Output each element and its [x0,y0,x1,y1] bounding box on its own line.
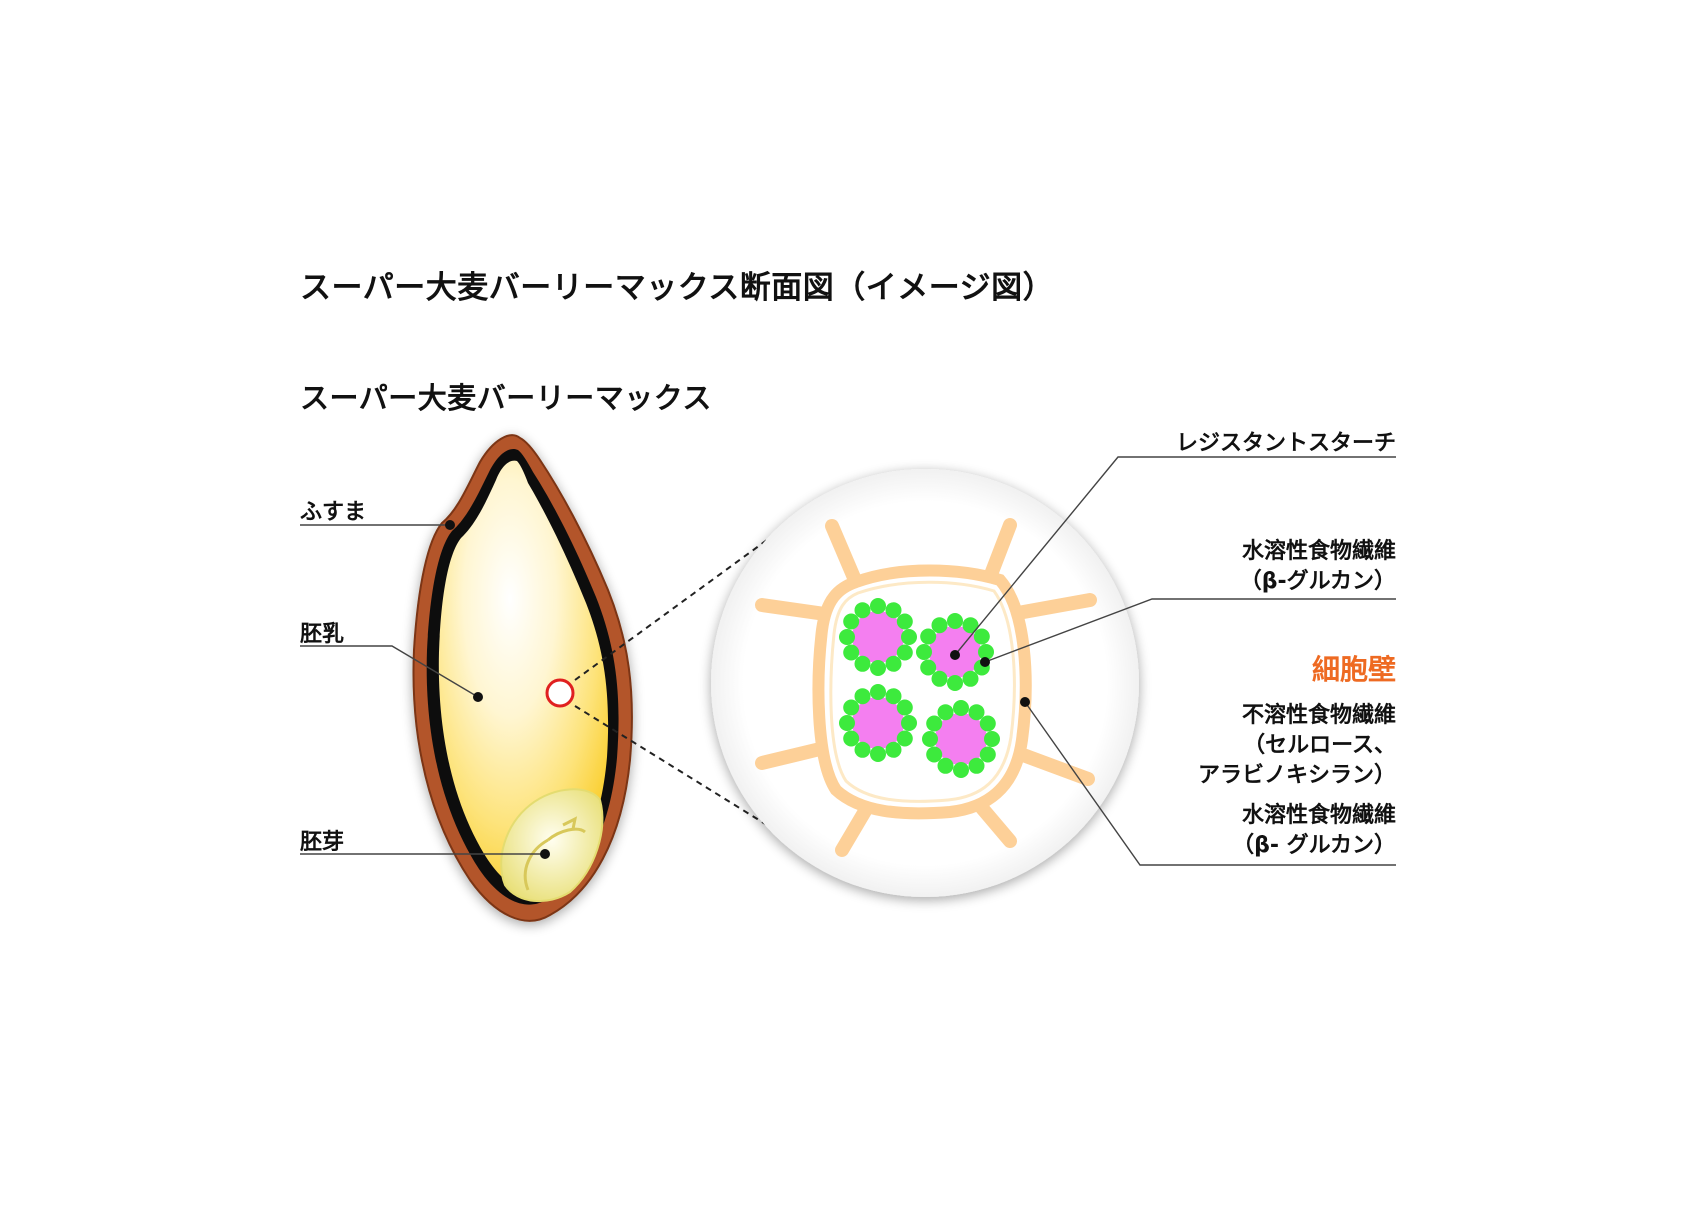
cell-wall-spikes [755,518,1097,857]
beta-glucan-dot [870,684,886,700]
label-bran: ふすま [300,500,367,525]
beta-glucan-dot [953,762,969,778]
grain-subtitle: スーパー大麦バーリーマックス [300,381,712,415]
beta-glucan-dot [968,757,985,774]
label-resistant-starch: レジスタントスターチ [1175,431,1396,456]
label-endosperm: 胚乳 [300,622,345,647]
zoom-line-top [574,539,768,681]
beta-glucan-dot [885,655,902,672]
beta-glucan-dot [843,730,860,747]
beta-glucan-dot [947,613,963,629]
leader-cell-wall [1024,701,1396,866]
beta-glucan-dot [896,730,913,747]
beta-glucan-dot [870,598,886,614]
beta-glucan-dot [854,602,871,619]
label-soluble-fiber-2: （β-グルカン） [1239,569,1396,594]
beta-glucan-dot [839,715,855,731]
beta-glucan-dot [973,628,990,645]
resistant-starch-core [852,697,904,749]
label-soluble-fiber-1: 水溶性食物繊維 [1241,539,1396,564]
beta-glucan-dot [962,670,979,687]
beta-glucan-dot [901,715,917,731]
beta-glucan-dot [968,704,985,721]
beta-glucan-dot [854,688,871,705]
beta-glucan-dot [979,746,996,763]
beta-glucan-dot [931,670,948,687]
beta-glucan-dot [896,644,913,661]
beta-glucan-dot [870,746,886,762]
beta-glucan-dot [896,699,913,716]
label-insoluble-fiber-1: 不溶性食物繊維 [1241,703,1396,728]
beta-glucan-dot [885,688,902,705]
beta-glucan-dot [926,715,943,732]
zoom-marker-circle [545,678,575,708]
diagram-title: スーパー大麦バーリーマックス断面図（イメージ図） [300,270,1055,306]
beta-glucan-dot [843,613,860,630]
beta-glucan-dot [843,644,860,661]
leader-endosperm [300,645,479,698]
beta-glucan-dot [854,741,871,758]
beta-glucan-dot [920,659,937,676]
beta-glucan-dot [979,715,996,732]
barley-grain [412,434,633,922]
starch-granule [839,684,917,762]
magnified-view [711,469,1139,897]
starch-granule [839,598,917,676]
beta-glucan-dot [931,617,948,634]
resistant-starch-core [852,611,904,663]
beta-glucan-dot [922,731,938,747]
label-germ: 胚芽 [300,830,345,855]
beta-glucan-dot [937,757,954,774]
resistant-starch-core [935,713,987,765]
label-cell-wall: 細胞壁 [1311,653,1396,686]
beta-glucan-dot [901,629,917,645]
endosperm [438,460,609,892]
beta-glucan-dot [843,699,860,716]
germ-inner-curve [523,838,549,891]
beta-glucan-dot [896,613,913,630]
beta-glucan-dot [916,644,932,660]
beta-glucan-dot [839,629,855,645]
zoom-line-bottom [574,705,768,826]
label-insoluble-fiber-2: （セルロース、 [1243,733,1396,758]
beta-glucan-dot [854,655,871,672]
beta-glucan-dot [984,731,1000,747]
beta-glucan-dot [885,602,902,619]
leader-resistant-starch [954,456,1396,656]
leader-soluble-fiber [984,598,1396,663]
beta-glucan-dot [926,746,943,763]
beta-glucan-dot [885,741,902,758]
beta-glucan-dot [962,617,979,634]
beta-glucan-dot [947,675,963,691]
label-soluble-fiber2-1: 水溶性食物繊維 [1241,803,1396,828]
label-insoluble-fiber-3: アラビノキシラン） [1197,763,1396,788]
germ-shoot-curve [547,816,586,842]
beta-glucan-dot [953,700,969,716]
label-soluble-fiber2-2: （β- グルカン） [1232,833,1396,858]
beta-glucan-dot [978,644,994,660]
starch-granule [922,700,1000,778]
leader-dots [445,520,1030,859]
beta-glucan-dot [870,660,886,676]
beta-glucan-dot [920,628,937,645]
beta-glucan-dot [937,704,954,721]
leader-lines [300,456,1396,866]
